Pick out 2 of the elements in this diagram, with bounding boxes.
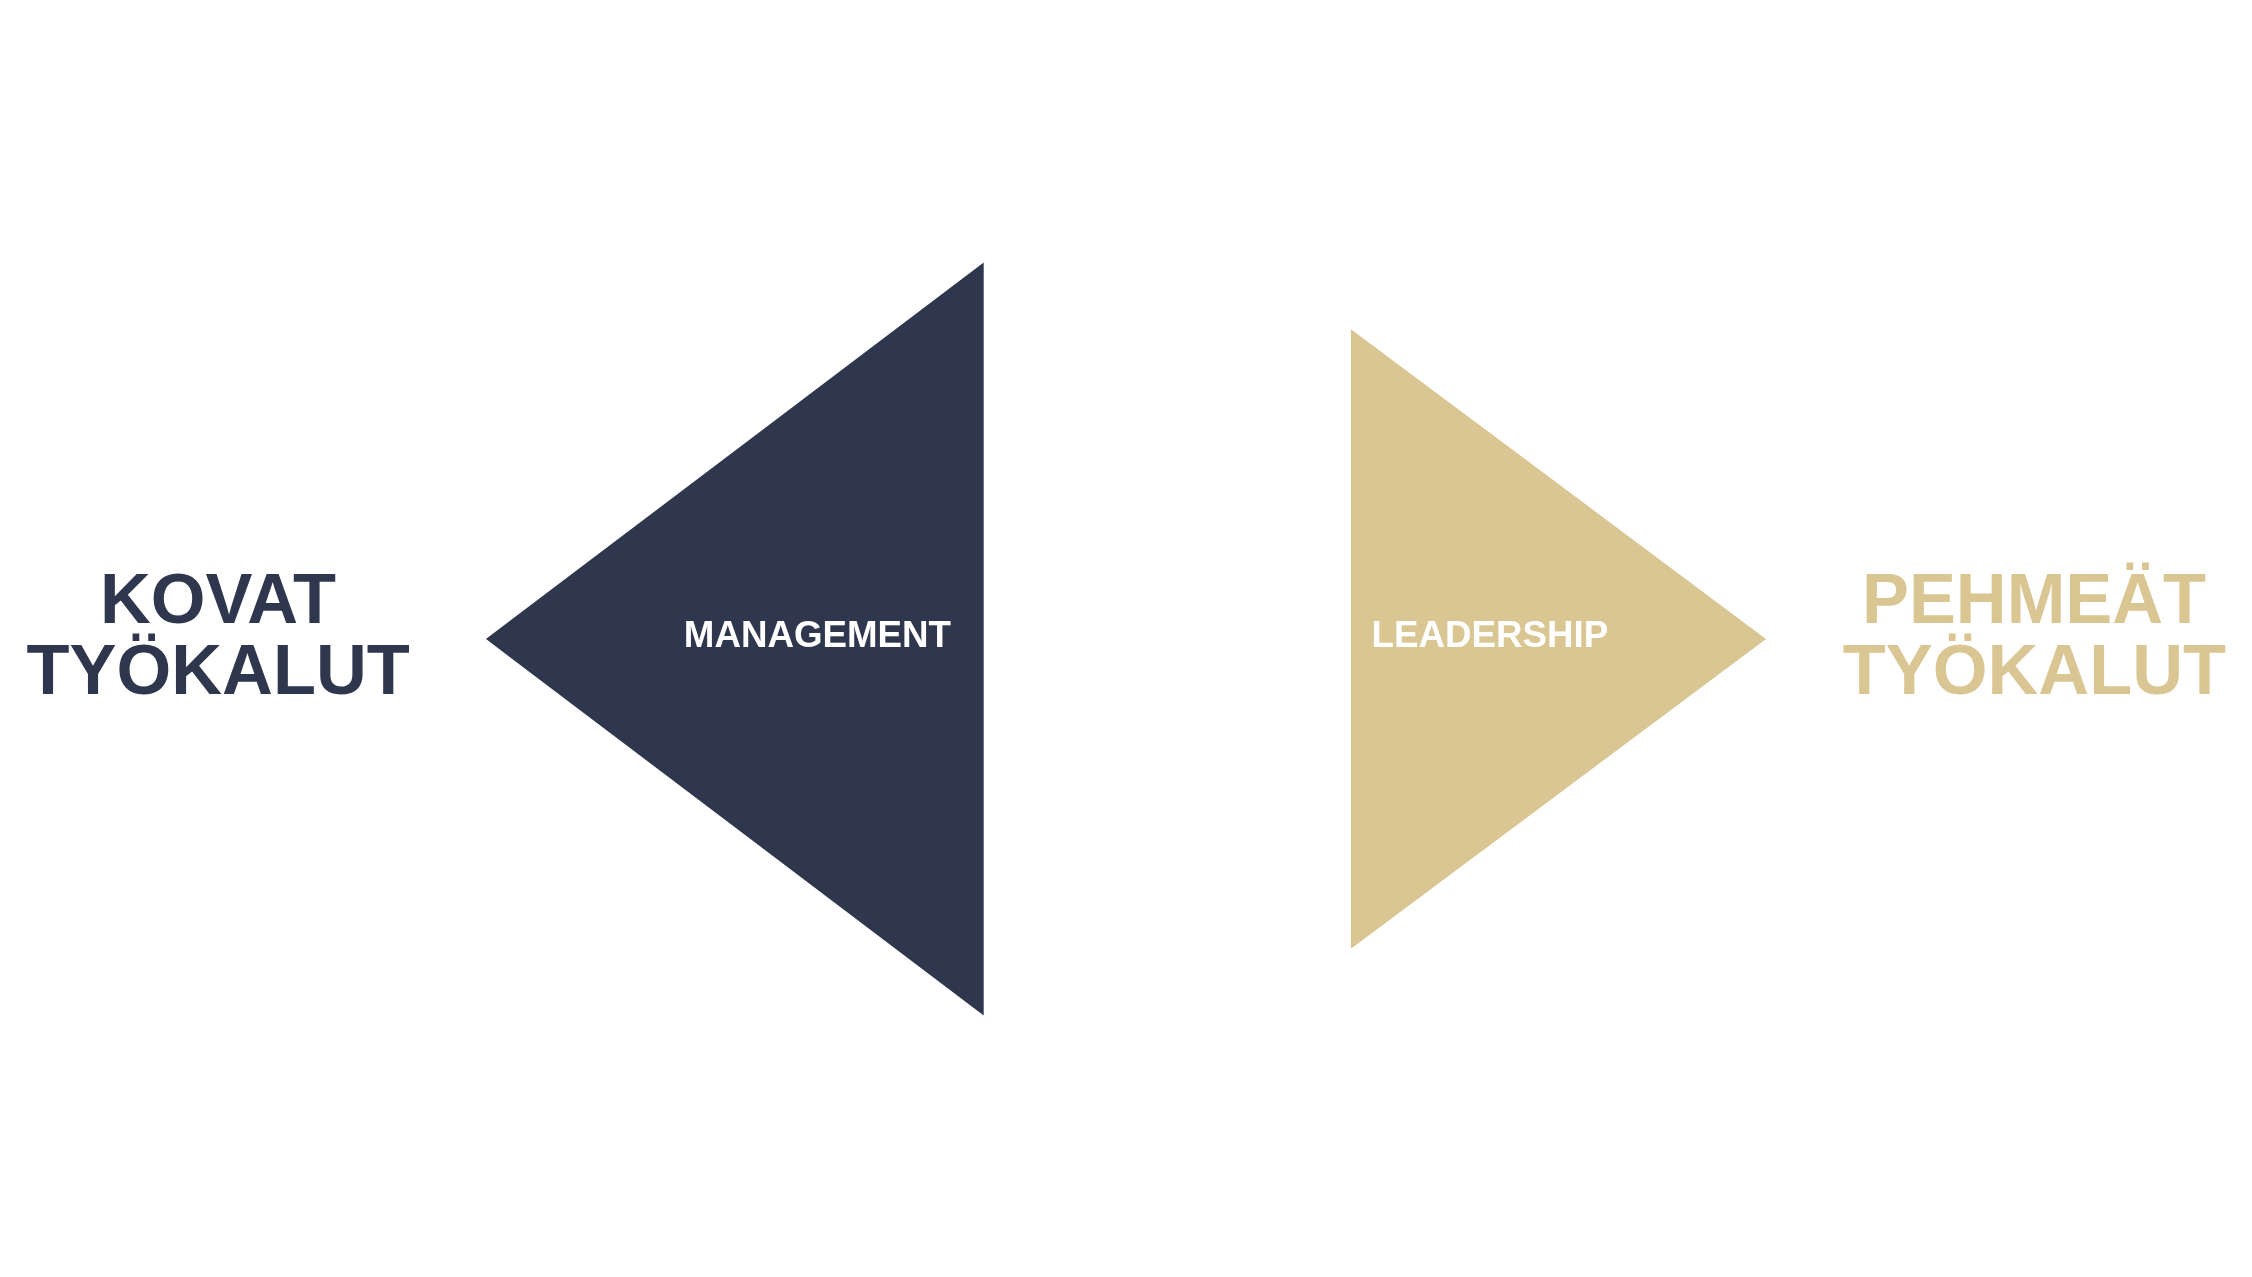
label: KOVAT TYÖKALUT	[26, 558, 410, 709]
label: PEHMEÄT TYÖKALUT	[1842, 558, 2226, 709]
